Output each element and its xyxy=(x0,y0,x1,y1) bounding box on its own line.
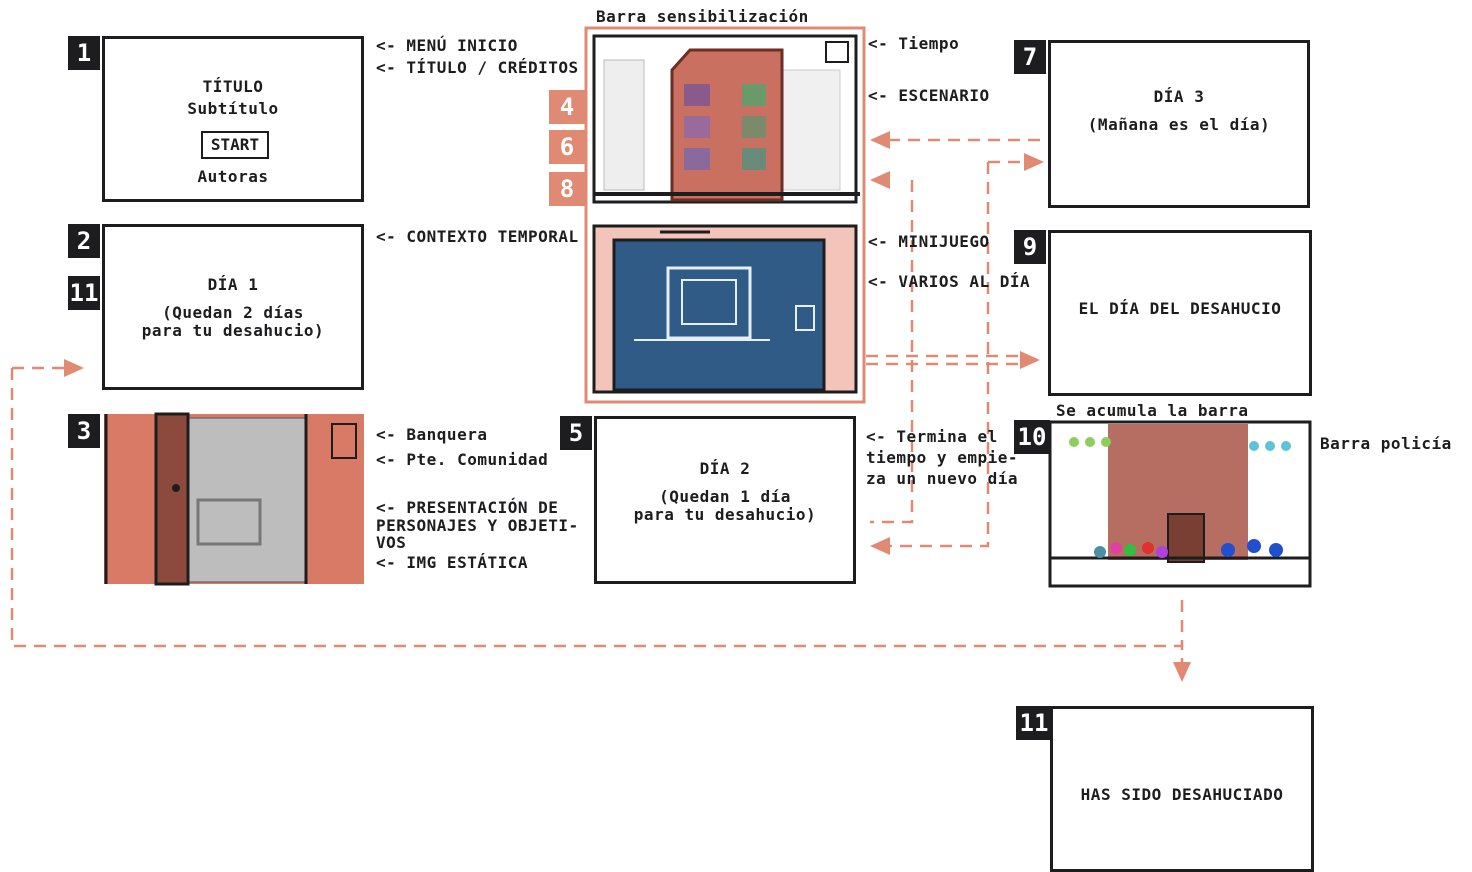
authors-text: Autoras xyxy=(105,167,361,186)
panel-number-11: 11 xyxy=(1016,706,1052,740)
building-sketch xyxy=(594,36,860,202)
door-sketch xyxy=(104,414,364,584)
annotation-termina-1: <- Termina el xyxy=(866,427,998,446)
panel-number-1: 1 xyxy=(68,36,100,70)
annotation-banquera: <- Banquera xyxy=(376,425,487,444)
sensitization-bar-label: Barra sensibilización xyxy=(596,7,809,26)
day3-line2: (Mañana es el día) xyxy=(1051,115,1307,134)
panel-number-7: 7 xyxy=(1014,40,1046,74)
day1-title: DÍA 1 xyxy=(105,275,361,294)
panel-number-2: 2 xyxy=(68,224,100,258)
annotation-termina-3: za un nuevo día xyxy=(866,469,1018,488)
annotation-varios-al-dia: <- VARIOS AL DÍA xyxy=(868,272,1030,291)
arrow-to-evicted-icon xyxy=(1173,662,1191,682)
annotation-tiempo: <- Tiempo xyxy=(868,34,959,53)
arrow-to-day3-icon xyxy=(1024,153,1044,171)
day2-line2: (Quedan 1 día xyxy=(597,487,853,506)
panel-number-4: 4 xyxy=(549,90,585,124)
start-button[interactable]: START xyxy=(201,131,269,159)
annotation-termina-2: tiempo y empie- xyxy=(866,448,1018,467)
eviction-sketch xyxy=(1050,422,1310,586)
eviction-day-title: EL DÍA DEL DESAHUCIO xyxy=(1051,299,1309,318)
annotation-img-estatica: <- IMG ESTÁTICA xyxy=(376,553,528,572)
panel-day3[interactable]: DÍA 3 (Mañana es el día) xyxy=(1048,40,1310,208)
evicted-title: HAS SIDO DESAHUCIADO xyxy=(1053,785,1311,804)
panel-title-screen[interactable]: TÍTULO Subtítulo START Autoras xyxy=(102,36,364,202)
arrow-to-day1-icon xyxy=(64,359,84,377)
day2-title: DÍA 2 xyxy=(597,459,853,478)
panel-subtitle-text: Subtítulo xyxy=(105,99,361,118)
day1-line2: (Quedan 2 días xyxy=(105,303,361,322)
bar-accumulates-label: Se acumula la barra xyxy=(1056,401,1249,420)
computer-sketch xyxy=(594,226,856,392)
panel-eviction-day[interactable]: EL DÍA DEL DESAHUCIO xyxy=(1048,230,1312,396)
annotation-presentacion-3: VOS xyxy=(376,533,406,552)
day1-line3: para tu desahucio) xyxy=(105,321,361,340)
police-bar-label: Barra policía xyxy=(1320,434,1452,453)
annotation-pte-comunidad: <- Pte. Comunidad xyxy=(376,450,548,469)
annotation-titulo-creditos: <- TÍTULO / CRÉDITOS xyxy=(376,58,579,77)
panel-number-10: 10 xyxy=(1014,420,1050,454)
annotation-contexto-temporal: <- CONTEXTO TEMPORAL xyxy=(376,227,579,246)
arrow-up-scene-icon xyxy=(870,171,890,189)
day2-line3: para tu desahucio) xyxy=(597,505,853,524)
arrow-to-eviction-day-icon xyxy=(1020,351,1040,369)
panel-number-5: 5 xyxy=(560,416,592,450)
panel-number-11-alt: 11 xyxy=(68,276,100,310)
annotation-menu-inicio: <- MENÚ INICIO xyxy=(376,36,518,55)
arrow-to-scene-icon xyxy=(870,131,890,149)
panel-number-8: 8 xyxy=(549,172,585,206)
panel-title-text: TÍTULO xyxy=(105,77,361,96)
arrowheads xyxy=(64,131,1191,682)
day3-title: DÍA 3 xyxy=(1051,87,1307,106)
panel-number-9: 9 xyxy=(1014,230,1046,264)
annotation-minijuego: <- MINIJUEGO xyxy=(868,232,990,251)
annotation-presentacion-1: <- PRESENTACIÓN DE xyxy=(376,498,558,517)
panel-number-3: 3 xyxy=(68,414,100,448)
panel-evicted[interactable]: HAS SIDO DESAHUCIADO xyxy=(1050,706,1314,872)
annotation-escenario: <- ESCENARIO xyxy=(868,86,990,105)
arrow-to-day2-icon xyxy=(870,537,890,555)
panel-day1[interactable]: DÍA 1 (Quedan 2 días para tu desahucio) xyxy=(102,224,364,390)
panel-day2[interactable]: DÍA 2 (Quedan 1 día para tu desahucio) xyxy=(594,416,856,584)
panel-number-6: 6 xyxy=(549,130,585,164)
